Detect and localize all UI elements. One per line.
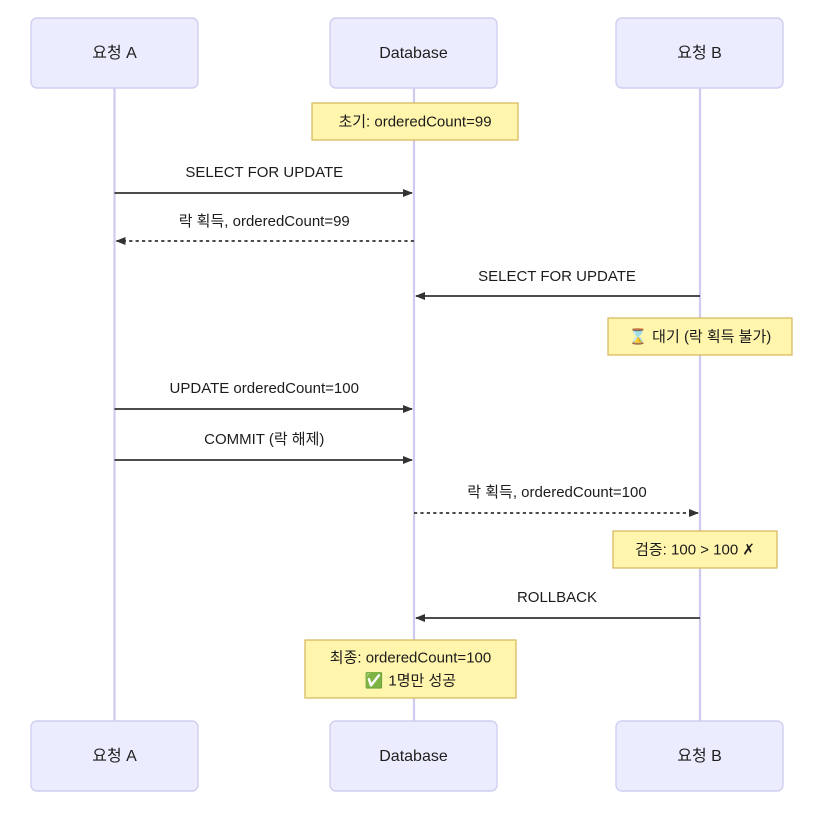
actor-db-top: Database <box>329 17 498 89</box>
note-text: 대기 (락 획득 불가) <box>652 329 771 346</box>
note-box <box>311 102 519 141</box>
note-text-line: 검증: 100 > 100 ✗ <box>635 542 755 559</box>
actor-box <box>30 720 199 792</box>
message-m3[interactable]: SELECT FOR UPDATE <box>415 268 700 300</box>
note-text-line: ✅ 1명만 성공 <box>365 672 456 690</box>
note-box <box>304 639 517 699</box>
note-emoji-icon: ⌛ <box>629 328 652 346</box>
note-text: 1명만 성공 <box>388 673 456 690</box>
actor-box <box>30 17 199 89</box>
message-m1[interactable]: SELECT FOR UPDATE <box>114 164 413 197</box>
note-n4: 최종: orderedCount=100 ✅ 1명만 성공 <box>304 639 517 699</box>
message-m6[interactable]: 락 획득, orderedCount=100 <box>414 484 699 517</box>
note-text-line: ⌛ 대기 (락 획득 불가) <box>629 328 772 346</box>
message-m5[interactable]: COMMIT (락 해제) <box>114 431 413 464</box>
message-label: ROLLBACK <box>517 589 597 606</box>
note-n3: 검증: 100 > 100 ✗ <box>612 530 778 569</box>
message-label: SELECT FOR UPDATE <box>478 268 636 285</box>
note-n2: ⌛ 대기 (락 획득 불가) <box>607 317 793 356</box>
message-label: SELECT FOR UPDATE <box>185 164 343 181</box>
message-m2[interactable]: 락 획득, orderedCount=99 <box>115 213 415 245</box>
actor-label: 요청 A <box>92 747 137 765</box>
note-n1: 초기: orderedCount=99 <box>311 102 519 141</box>
actor-label: Database <box>379 45 448 62</box>
message-label: UPDATE orderedCount=100 <box>170 380 359 397</box>
message-label: COMMIT (락 해제) <box>204 431 324 448</box>
message-label: 락 획득, orderedCount=99 <box>179 213 350 230</box>
actor-b-bottom: 요청 B <box>615 720 784 792</box>
actor-label: 요청 B <box>677 44 722 62</box>
actor-label: 요청 B <box>677 747 722 765</box>
actor-box <box>329 720 498 792</box>
actor-db-bottom: Database <box>329 720 498 792</box>
actor-box <box>615 720 784 792</box>
actor-box <box>615 17 784 89</box>
message-label: 락 획득, orderedCount=100 <box>467 484 646 501</box>
actor-b-top: 요청 B <box>615 17 784 89</box>
actor-a-bottom: 요청 A <box>30 720 199 792</box>
message-m4[interactable]: UPDATE orderedCount=100 <box>114 380 413 413</box>
message-m7[interactable]: ROLLBACK <box>415 589 700 622</box>
actor-a-top: 요청 A <box>30 17 199 89</box>
note-emoji-icon: ✅ <box>365 672 388 690</box>
actor-label: 요청 A <box>92 44 137 62</box>
note-text-line: 초기: orderedCount=99 <box>338 114 491 131</box>
note-box <box>612 530 778 569</box>
lifelines-layer <box>113 88 702 721</box>
notes-layer: 초기: orderedCount=99 ⌛ 대기 (락 획득 불가) 검증: 100… <box>304 102 793 699</box>
actor-label: Database <box>379 748 448 765</box>
note-box <box>607 317 793 356</box>
actor-box <box>329 17 498 89</box>
actors-layer: 요청 A Database 요청 B 요청 A Database 요청 B <box>30 17 784 792</box>
note-text-line: 최종: orderedCount=100 <box>330 650 491 667</box>
